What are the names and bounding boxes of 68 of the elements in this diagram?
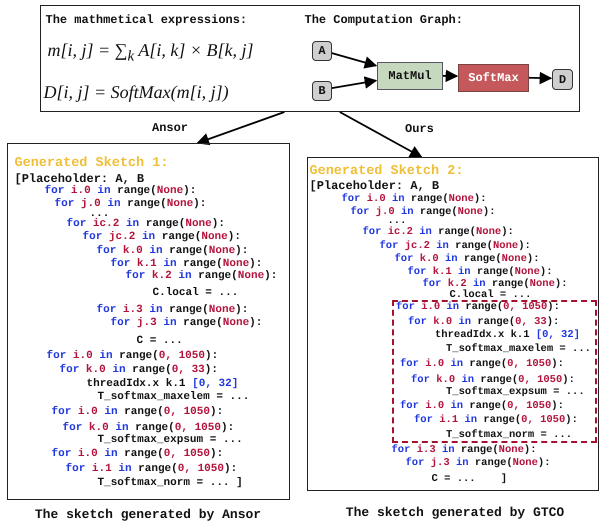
code-line: for i.0 in range(0, 1050): xyxy=(46,350,218,362)
arrow xyxy=(339,111,423,158)
code-line: for i.3 in range(None): xyxy=(96,304,248,316)
code-line: for ic.2 in range(None): xyxy=(362,226,514,238)
section-heading: The mathmetical expressions: xyxy=(46,12,248,26)
code-line: [Placeholder: A, B xyxy=(310,180,440,192)
code-line: for i.0 in range(0, 1050): xyxy=(52,406,224,418)
code-line: for i.0 in range(0, 1050): xyxy=(400,359,564,370)
code-line: C = ... xyxy=(136,336,183,346)
code-line: for i.0 in range(0, 1050): xyxy=(400,401,564,412)
sketch-panel xyxy=(7,143,290,500)
code-line: for k.0 in range(None): xyxy=(96,246,248,256)
fused-code-region xyxy=(392,300,597,443)
math-formula: D[i, j] = SoftMax(m[i, j]) xyxy=(44,80,229,102)
code-line: for k.0 in range(0, 1050): xyxy=(411,375,575,386)
code-line: ... xyxy=(90,208,110,220)
code-line: for j.0 in range(None): xyxy=(350,206,496,218)
operator-box: MatMul xyxy=(377,62,443,90)
code-line: for ic.2 in range(None): xyxy=(66,218,225,230)
node-label: The sketch generated by Ansor xyxy=(34,507,262,522)
arrow xyxy=(442,70,458,82)
code-line: for k.2 in range(None): xyxy=(422,278,568,290)
code-line: C = ... ] xyxy=(432,474,508,484)
code-line: C.local = ... xyxy=(450,290,532,300)
output-node: D xyxy=(552,69,573,90)
sketch-heading: Generated Sketch 2: xyxy=(310,164,464,178)
code-line: for i.0 in range(None): xyxy=(342,194,486,204)
code-line: for k.1 in range(None): xyxy=(408,266,552,278)
code-line: T_softmax_maxelem = ... xyxy=(98,392,250,402)
code-line: C.local = ... xyxy=(152,288,238,298)
math-formula: m[i, j] = ∑$_{k}$ A[i, k] × B[k, j] xyxy=(48,38,254,66)
code-line: for k.2 in range(None): xyxy=(126,270,278,282)
code-line: [Placeholder: A, B xyxy=(14,174,144,184)
code-line: T_softmax_expsum = ... xyxy=(446,387,585,398)
code-line: for j.3 in range(None): xyxy=(406,458,550,468)
code-line: T_softmax_maxelem = ... xyxy=(446,344,591,355)
code-line: for j.0 in range(None): xyxy=(54,198,206,210)
sketch-panel xyxy=(307,157,599,491)
code-line: threadIdx.x k.1 [0, 32] xyxy=(86,378,238,390)
code-line: for j.3 in range(None): xyxy=(110,318,262,328)
arrow xyxy=(330,52,378,69)
code-line: for i.0 in range(None): xyxy=(44,186,196,196)
code-line: for i.0 in range(0, 1050): xyxy=(52,448,224,460)
input-node: B xyxy=(312,81,332,101)
code-line: for k.0 in range(0, 33): xyxy=(408,317,560,328)
code-line: ... xyxy=(388,216,406,226)
code-line: for k.0 in range(0, 1050): xyxy=(62,422,234,434)
arrow xyxy=(330,76,378,90)
code-line: for k.1 in range(None): xyxy=(110,258,262,270)
code-line: for i.1 in range(0, 1050): xyxy=(414,415,578,426)
code-line: for i.0 in range(0, 1050): xyxy=(396,302,560,313)
expression-panel xyxy=(40,5,580,112)
code-line: T_softmax_norm = ... xyxy=(446,430,572,441)
code-line: T_softmax_expsum = ... xyxy=(98,434,243,446)
code-line: threadIdx.x k.1 [0, 32] xyxy=(435,330,580,341)
input-node: A xyxy=(312,41,332,61)
operator-box: SoftMax xyxy=(458,64,529,92)
code-line: for i.3 in range(None): xyxy=(392,444,536,456)
section-heading: The Computation Graph: xyxy=(304,12,463,26)
code-line: T_softmax_norm = ... ] xyxy=(98,478,243,488)
code-line: for k.0 in range(None): xyxy=(394,254,540,264)
arrow xyxy=(196,111,285,146)
code-line: for i.1 in range(0, 1050): xyxy=(66,464,238,474)
code-line: for jc.2 in range(None): xyxy=(380,240,531,252)
arrow xyxy=(528,72,552,84)
sketch-heading: Generated Sketch 1: xyxy=(14,156,168,170)
code-line: for k.0 in range(0, 33): xyxy=(60,364,218,376)
code-line: for jc.2 in range(None): xyxy=(82,232,241,242)
